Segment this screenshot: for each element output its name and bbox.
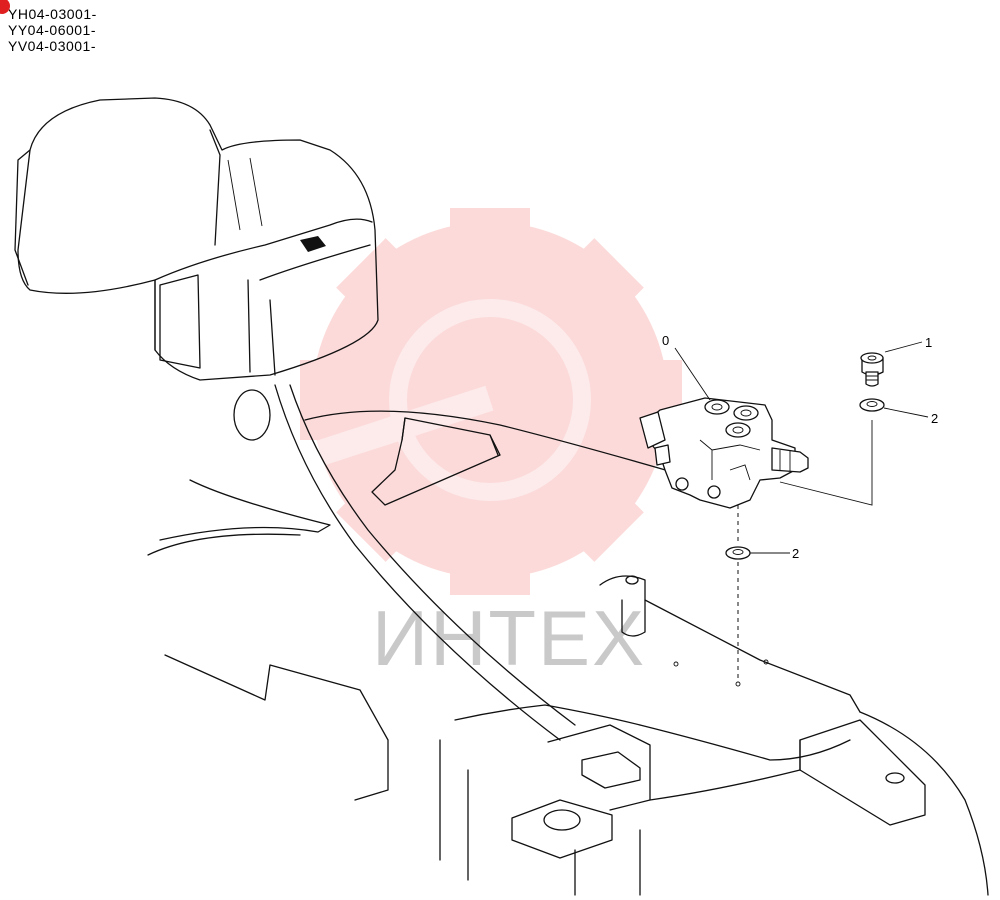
callout-washer-upper: 2 [931, 411, 938, 426]
machine-frame [147, 384, 989, 896]
callout-washer-lower: 2 [792, 546, 799, 561]
callout-bolt: 1 [925, 335, 932, 350]
watermark-wrench [304, 299, 591, 501]
control-valve [639, 397, 809, 509]
serial-range-1: YH04-03001- [8, 6, 97, 22]
operator-seat [14, 97, 379, 381]
corner-marker [0, 0, 10, 14]
watermark-logo [300, 208, 682, 595]
serial-range-3: YV04-03001- [8, 38, 97, 54]
washer-upper [859, 398, 885, 412]
washer-lower [725, 546, 751, 560]
leader-lines [674, 341, 929, 687]
watermark-text: ИНТЕХ [372, 594, 646, 682]
bolt [860, 352, 884, 387]
serial-range-2: YY04-06001- [8, 22, 97, 38]
callout-valve: 0 [662, 333, 669, 348]
